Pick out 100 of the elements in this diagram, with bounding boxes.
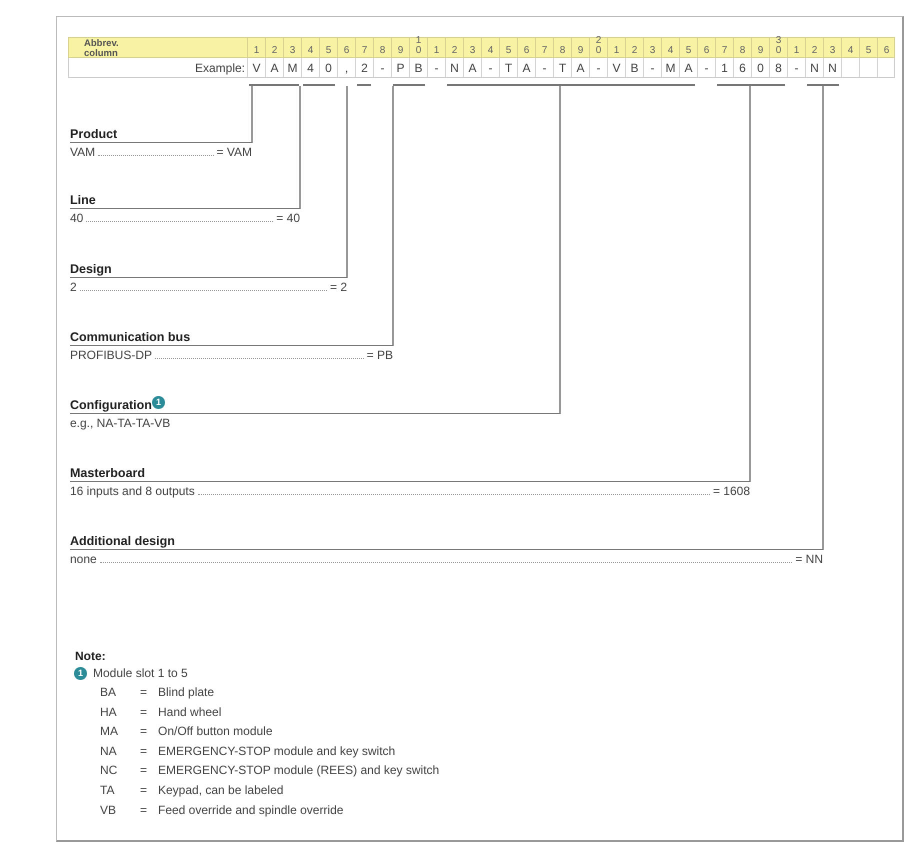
leader-line bbox=[749, 86, 751, 482]
equals-sign: = bbox=[140, 763, 148, 778]
column-number: 8 bbox=[553, 37, 571, 58]
code-character: 8 bbox=[769, 58, 787, 77]
code-character: B bbox=[409, 58, 427, 77]
column-number: 3 bbox=[463, 37, 481, 58]
column-number: 8 bbox=[373, 37, 391, 58]
column-number: 3 bbox=[823, 37, 841, 58]
equals-sign: = bbox=[140, 744, 148, 759]
column-number: 2 bbox=[625, 37, 643, 58]
column-number: 3 bbox=[283, 37, 301, 58]
equals-sign: = bbox=[140, 783, 148, 798]
code-character: N bbox=[823, 58, 841, 77]
abbreviation: TA bbox=[100, 783, 114, 798]
code-character: A bbox=[679, 58, 697, 77]
column-number: 4 bbox=[481, 37, 499, 58]
column-number: 4 bbox=[841, 37, 859, 58]
column-number: 9 bbox=[751, 37, 769, 58]
code-value: = 2 bbox=[330, 280, 347, 295]
code-character: B bbox=[625, 58, 643, 77]
option-text: 40 bbox=[70, 211, 84, 226]
underline-bar bbox=[357, 84, 371, 86]
code-character: V bbox=[607, 58, 625, 77]
column-number: 6 bbox=[517, 37, 535, 58]
abbreviation-meaning: On/Off button module bbox=[158, 724, 273, 740]
code-character: A bbox=[571, 58, 589, 77]
leader-line bbox=[299, 86, 301, 209]
column-number: 5 bbox=[499, 37, 517, 58]
leader-line bbox=[559, 86, 561, 414]
code-character: 4 bbox=[301, 58, 319, 77]
code-value: = NN bbox=[795, 552, 823, 567]
leader-line bbox=[822, 86, 824, 550]
code-character: - bbox=[535, 58, 553, 77]
code-value: = 1608 bbox=[712, 484, 750, 499]
section-heading: Line bbox=[70, 193, 96, 207]
header-label: Abbrev. column bbox=[84, 39, 120, 59]
option-text: none bbox=[70, 552, 97, 567]
abbreviation: HA bbox=[100, 704, 117, 720]
code-value: = VAM bbox=[216, 145, 252, 160]
code-character: - bbox=[373, 58, 391, 77]
option-text: 16 inputs and 8 outputs bbox=[70, 484, 195, 499]
code-character: 0 bbox=[751, 58, 769, 77]
code-section bbox=[70, 466, 750, 499]
code-value: = PB bbox=[366, 348, 393, 363]
code-character: M bbox=[661, 58, 679, 77]
code-character: N bbox=[805, 58, 823, 77]
code-character: P bbox=[391, 58, 409, 77]
code-value: = 40 bbox=[276, 211, 300, 226]
column-number: 9 bbox=[571, 37, 589, 58]
equals-sign: = bbox=[140, 724, 148, 740]
column-number: 6 bbox=[877, 37, 895, 58]
leader-line bbox=[251, 86, 253, 143]
option-text: VAM bbox=[70, 145, 96, 160]
underline-bar bbox=[249, 84, 299, 86]
code-character: 0 bbox=[319, 58, 337, 77]
abbreviation-meaning: Keypad, can be labeled bbox=[158, 783, 284, 798]
underline-bar bbox=[393, 84, 425, 86]
abbreviation-meaning: EMERGENCY-STOP module and key switch bbox=[158, 744, 396, 759]
underline-bar bbox=[447, 84, 695, 86]
option-text: PROFIBUS-DP bbox=[70, 348, 152, 363]
code-character: V bbox=[247, 58, 265, 77]
code-character: T bbox=[553, 58, 571, 77]
column-number: 6 bbox=[697, 37, 715, 58]
column-number: 30 bbox=[769, 37, 787, 58]
section-heading: Design bbox=[70, 262, 112, 276]
column-number: 7 bbox=[715, 37, 733, 58]
code-character: N bbox=[445, 58, 463, 77]
code-character: 2 bbox=[355, 58, 373, 77]
column-number: 1 bbox=[607, 37, 625, 58]
abbreviation-meaning: Hand wheel bbox=[158, 704, 222, 720]
abbreviation-meaning: Feed override and spindle override bbox=[158, 802, 344, 818]
column-number: 1 bbox=[787, 37, 805, 58]
code-character: M bbox=[283, 58, 301, 77]
column-number: 4 bbox=[661, 37, 679, 58]
code-character: - bbox=[697, 58, 715, 77]
section-heading: Masterboard bbox=[70, 466, 146, 480]
column-number: 9 bbox=[391, 37, 409, 58]
column-number: 20 bbox=[589, 37, 607, 58]
equals-sign: = bbox=[140, 704, 148, 720]
column-number: 3 bbox=[643, 37, 661, 58]
option-text: e.g., NA-TA-TA-VB bbox=[70, 416, 170, 431]
row-label: Example: bbox=[194, 60, 245, 77]
code-character: A bbox=[517, 58, 535, 77]
code-character: - bbox=[643, 58, 661, 77]
underline-bar bbox=[807, 84, 839, 86]
leader-line bbox=[346, 86, 348, 278]
column-number: 5 bbox=[859, 37, 877, 58]
column-number: 1 bbox=[427, 37, 445, 58]
column-number: 6 bbox=[337, 37, 355, 58]
column-number: 5 bbox=[319, 37, 337, 58]
code-character: - bbox=[481, 58, 499, 77]
code-character: A bbox=[463, 58, 481, 77]
note-text: Module slot 1 to 5 bbox=[93, 666, 188, 681]
underline-bar bbox=[717, 84, 785, 86]
column-number: 8 bbox=[733, 37, 751, 58]
underline-bar bbox=[303, 84, 335, 86]
footnote-marker: 1 bbox=[74, 667, 87, 680]
equals-sign: = bbox=[140, 802, 148, 818]
code-character: - bbox=[427, 58, 445, 77]
abbreviation-meaning: EMERGENCY-STOP module (REES) and key switch bbox=[158, 763, 440, 778]
